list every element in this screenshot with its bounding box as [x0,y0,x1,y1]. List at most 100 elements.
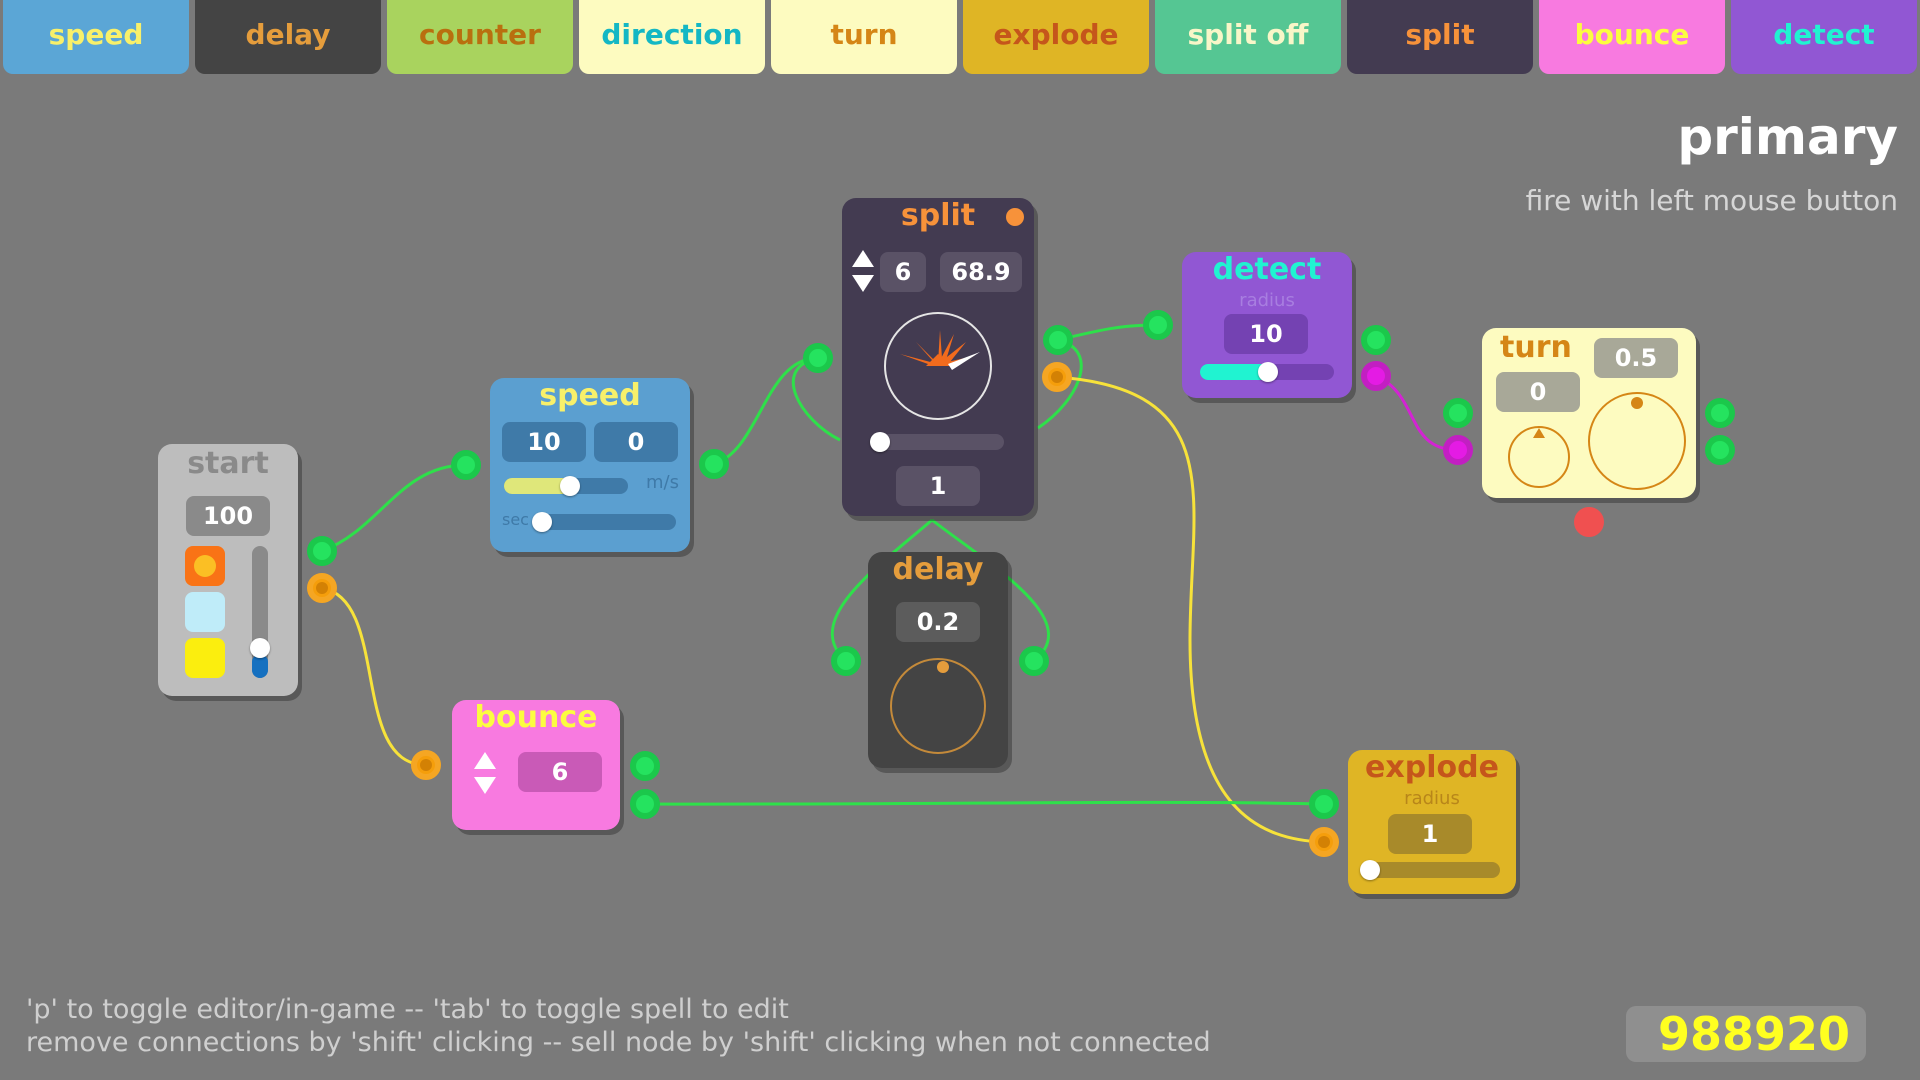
turn-small-dial[interactable] [1508,426,1570,488]
delay-value-field[interactable]: 0.2 [896,602,980,642]
bounce-node[interactable]: bounce 6 [452,700,620,830]
speed-input-port[interactable] [451,450,481,480]
split-slider-knob[interactable] [870,432,890,452]
speed-node[interactable]: speed 10 0 m/s sec [490,378,690,552]
detect-node[interactable]: detect radius 10 [1182,252,1352,398]
wire-split-explode[interactable] [1056,375,1325,844]
turn-node[interactable]: turn 0.5 0 [1482,328,1696,498]
speed-value-b[interactable]: 0 [594,422,678,462]
speed-ms-slider[interactable] [504,476,628,496]
split-node[interactable]: split 6 68.9 1 [842,198,1034,516]
detect-radius-label: radius [1239,290,1295,311]
detect-input-port[interactable] [1143,310,1173,340]
speed-value-a[interactable]: 10 [502,422,586,462]
turn-node-title: turn [1500,330,1572,365]
split-node-title: split [900,198,976,233]
start-output-port[interactable] [307,536,337,566]
money-counter: 988920 [1626,1006,1866,1062]
palette-split-off-button[interactable]: split off [1155,0,1341,74]
split-count-stepper[interactable] [852,250,874,292]
explode-node-title: explode [1365,750,1499,785]
burst-icon [900,330,980,370]
wire-detect-turn[interactable] [1375,374,1459,452]
hint-line-1: 'p' to toggle editor/in-game -- 'tab' to… [26,994,789,1025]
detect-slider[interactable] [1200,362,1334,382]
turn-large-dial[interactable] [1588,392,1686,490]
wire-split-delay-left[interactable] [830,518,933,663]
split-alt-output-port[interactable] [1042,362,1072,392]
start-color-cyan[interactable] [185,592,225,632]
detect-slider-knob[interactable] [1258,362,1278,382]
start-value-field[interactable]: 100 [186,496,270,536]
start-node[interactable]: start 100 [158,444,298,696]
start-color-orange[interactable] [185,546,225,586]
stepper-up-icon[interactable] [852,250,874,267]
speed-unit-ms: m/s [646,472,679,493]
palette-turn-button[interactable]: turn [771,0,957,74]
explode-slider-knob[interactable] [1360,860,1380,880]
turn-alt-output-port[interactable] [1705,435,1735,465]
split-input-port[interactable] [803,343,833,373]
palette-counter-button[interactable]: counter [387,0,573,74]
wire-split-delay-right[interactable] [931,518,1050,663]
speed-sec-slider[interactable] [532,512,676,532]
turn-input-port[interactable] [1443,398,1473,428]
palette-bounce-button[interactable]: bounce [1539,0,1725,74]
start-vertical-slider[interactable] [250,546,270,678]
detect-node-title: detect [1212,252,1322,287]
palette-detect-button[interactable]: detect [1731,0,1917,74]
bounce-output-port[interactable] [630,751,660,781]
stepper-up-icon[interactable] [474,752,496,769]
split-spread-dial[interactable] [884,312,992,420]
spell-title: primary [1677,108,1898,166]
turn-small-dial-marker [1533,428,1545,438]
split-output-port[interactable] [1043,325,1073,355]
turn-alt-input-port[interactable] [1443,435,1473,465]
stepper-down-icon[interactable] [474,777,496,794]
detect-output-port[interactable] [1361,325,1391,355]
delay-dial[interactable] [890,658,986,754]
delay-input-port[interactable] [831,646,861,676]
turn-red-port[interactable] [1574,507,1604,537]
hint-line-2: remove connections by 'shift' clicking -… [26,1027,1211,1058]
speed-ms-knob[interactable] [560,476,580,496]
turn-value-b[interactable]: 0 [1496,372,1580,412]
explode-node[interactable]: explode radius 1 [1348,750,1516,894]
split-value-field[interactable]: 1 [896,466,980,506]
bounce-input-port[interactable] [411,750,441,780]
explode-alt-input-port[interactable] [1309,827,1339,857]
explode-slider[interactable] [1360,860,1500,880]
wire-bounce-explode[interactable] [644,800,1325,806]
delay-dial-marker [937,661,949,673]
delay-output-port[interactable] [1019,646,1049,676]
start-node-title: start [187,446,269,481]
split-angle-field[interactable]: 68.9 [940,252,1022,292]
delay-node-title: delay [892,552,984,587]
palette-speed-button[interactable]: speed [3,0,189,74]
detect-radius-field[interactable]: 10 [1224,314,1308,354]
palette-direction-button[interactable]: direction [579,0,765,74]
delay-node[interactable]: delay 0.2 [868,552,1008,768]
wire-speed-split[interactable] [713,356,819,466]
bounce-alt-output-port[interactable] [630,789,660,819]
turn-value-a[interactable]: 0.5 [1594,338,1678,378]
split-slider[interactable] [870,432,1004,452]
palette-delay-button[interactable]: delay [195,0,381,74]
start-slider-knob[interactable] [250,638,270,658]
wire-start-speed[interactable] [321,463,467,553]
speed-output-port[interactable] [699,449,729,479]
detect-alt-output-port[interactable] [1361,361,1391,391]
palette-split-button[interactable]: split [1347,0,1533,74]
explode-radius-field[interactable]: 1 [1388,814,1472,854]
speed-sec-knob[interactable] [532,512,552,532]
bounce-stepper[interactable] [474,752,496,794]
start-color-yellow[interactable] [185,638,225,678]
start-alt-output-port[interactable] [307,573,337,603]
turn-output-port[interactable] [1705,398,1735,428]
bounce-value-field[interactable]: 6 [518,752,602,792]
wire-start-bounce[interactable] [321,586,427,767]
explode-input-port[interactable] [1309,789,1339,819]
palette-explode-button[interactable]: explode [963,0,1149,74]
stepper-down-icon[interactable] [852,275,874,292]
split-count-field[interactable]: 6 [880,252,926,292]
